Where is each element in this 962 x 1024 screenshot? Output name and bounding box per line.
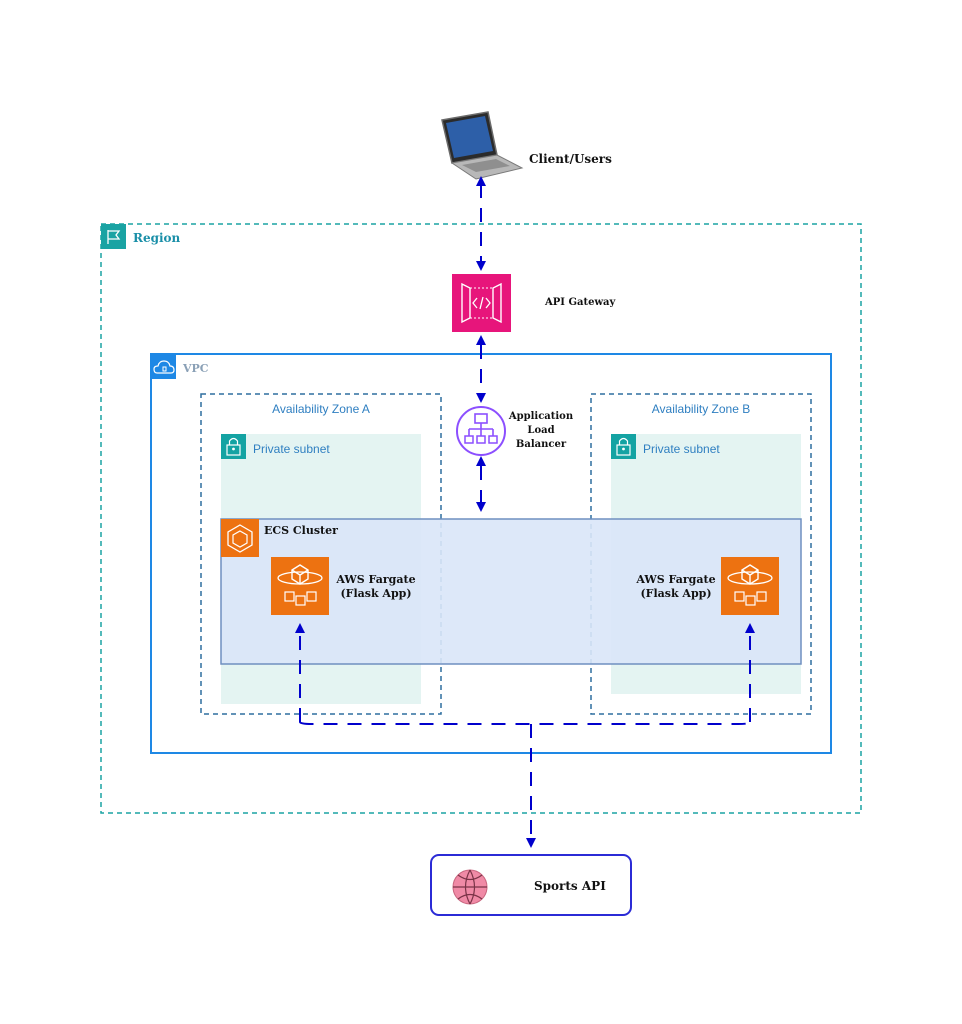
laptop-icon — [441, 111, 524, 180]
api-gateway-icon — [452, 274, 511, 332]
subnet-b-lock-icon — [611, 434, 636, 459]
client-users-label: Client/Users — [529, 152, 612, 166]
vpc-boundary — [150, 353, 832, 754]
fargate-a-icon — [271, 557, 329, 615]
sports-api-label: Sports API — [534, 879, 606, 893]
availability-zone-a-label: Availability Zone A — [272, 402, 370, 416]
vpc-label: VPC — [183, 362, 209, 375]
subnet-a-lock-icon — [221, 434, 246, 459]
fargate-a-label-line1: AWS Fargate — [336, 573, 416, 586]
region-boundary — [100, 223, 862, 814]
fargate-a-label: AWS Fargate (Flask App) — [334, 573, 418, 601]
private-subnet-b-label: Private subnet — [643, 442, 720, 456]
load-balancer-label-line1: Application — [508, 411, 574, 422]
region-label: Region — [133, 231, 181, 245]
basketball-icon — [452, 869, 488, 905]
api-gateway-label: API Gateway — [545, 297, 616, 308]
load-balancer-label-line3: Balancer — [515, 439, 567, 450]
fargate-b-label-line1: AWS Fargate — [636, 573, 716, 586]
ecs-cluster-label: ECS Cluster — [264, 524, 338, 537]
fargate-b-label: AWS Fargate (Flask App) — [634, 573, 718, 601]
load-balancer-label-line2: Load — [527, 425, 555, 436]
load-balancer-label: Application Load Balancer — [507, 410, 575, 452]
reverse-arrowheads — [476, 176, 486, 466]
ecs-cluster-icon — [221, 519, 259, 557]
private-subnet-a-label: Private subnet — [253, 442, 330, 456]
fargate-b-icon — [721, 557, 779, 615]
availability-zone-b-label: Availability Zone B — [651, 402, 751, 416]
connectors — [295, 184, 755, 848]
vpc-cloud-icon — [151, 354, 176, 379]
fargate-b-label-line2: (Flask App) — [640, 587, 712, 600]
fargate-a-label-line2: (Flask App) — [340, 587, 412, 600]
region-flag-icon — [101, 224, 126, 249]
connector-bottom-bus — [299, 721, 751, 725]
load-balancer-icon — [456, 406, 506, 456]
